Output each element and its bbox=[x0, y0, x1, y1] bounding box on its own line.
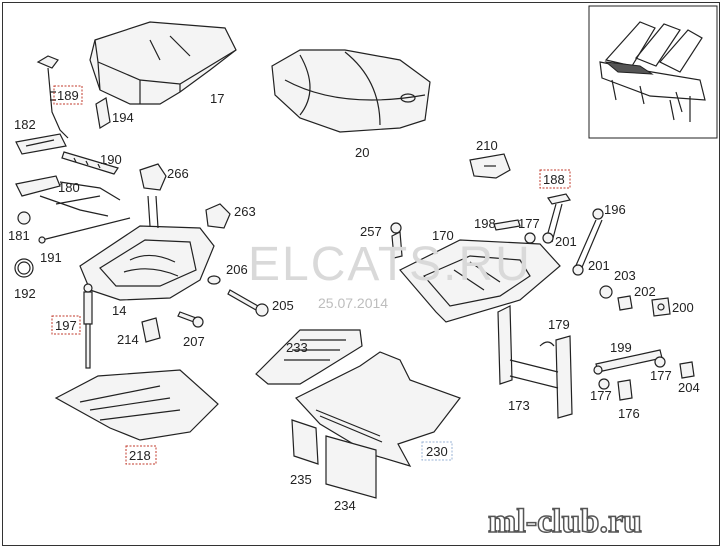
label-266: 266 bbox=[167, 166, 189, 181]
label-170: 170 bbox=[432, 228, 454, 243]
highlight-box-197 bbox=[51, 315, 81, 335]
label-218: 218 bbox=[129, 448, 151, 463]
label-190: 190 bbox=[100, 152, 122, 167]
label-200: 200 bbox=[672, 300, 694, 315]
part-201a-bushing bbox=[542, 232, 554, 244]
label-263: 263 bbox=[234, 204, 256, 219]
part-233-trim bbox=[255, 329, 363, 385]
part-20-backrest-cushion bbox=[271, 49, 431, 133]
label-198: 198 bbox=[474, 216, 496, 231]
highlight-box-189 bbox=[53, 85, 83, 105]
label-179: 179 bbox=[548, 317, 570, 332]
part-179-clip bbox=[539, 341, 555, 347]
part-170-seat-base bbox=[399, 239, 561, 323]
part-177b-nut bbox=[598, 378, 610, 390]
label-235: 235 bbox=[290, 472, 312, 487]
label-207: 207 bbox=[183, 334, 205, 349]
label-177-lower: 177 bbox=[590, 388, 612, 403]
label-181: 181 bbox=[8, 228, 30, 243]
part-176-bolt bbox=[617, 379, 633, 401]
label-230: 230 bbox=[426, 444, 448, 459]
label-20: 20 bbox=[355, 145, 369, 160]
label-214: 214 bbox=[117, 332, 139, 347]
part-203-bushing bbox=[599, 285, 613, 299]
label-182: 182 bbox=[14, 117, 36, 132]
part-206-washer bbox=[207, 275, 221, 285]
part-201b-bushing bbox=[572, 264, 584, 276]
label-180: 180 bbox=[58, 180, 80, 195]
part-173-folding-frame bbox=[497, 305, 573, 419]
part-263-cap bbox=[205, 203, 231, 229]
label-210: 210 bbox=[476, 138, 498, 153]
label-191: 191 bbox=[40, 250, 62, 265]
part-234-panel bbox=[325, 435, 377, 499]
date-stamp: 25.07.2014 bbox=[318, 295, 388, 311]
part-199-gas-strut bbox=[593, 349, 663, 375]
part-14-seat-frame bbox=[79, 195, 215, 301]
part-190-bracket bbox=[61, 151, 119, 175]
label-201-mid: 201 bbox=[588, 258, 610, 273]
label-197: 197 bbox=[55, 318, 77, 333]
label-14: 14 bbox=[112, 303, 126, 318]
label-173: 173 bbox=[508, 398, 530, 413]
part-17-seat-cushion bbox=[89, 21, 237, 105]
part-235-panel bbox=[291, 419, 319, 465]
label-201-top: 201 bbox=[555, 234, 577, 249]
part-207-screw bbox=[177, 311, 204, 328]
label-189: 189 bbox=[57, 88, 79, 103]
part-182-handle-cover bbox=[15, 133, 67, 155]
part-194-clip bbox=[95, 97, 111, 129]
label-17: 17 bbox=[210, 91, 224, 106]
part-198-bolt bbox=[493, 219, 521, 231]
label-176: 176 bbox=[618, 406, 640, 421]
part-197-gas-spring bbox=[83, 283, 93, 369]
part-180-handle-assembly bbox=[15, 175, 121, 217]
highlight-box-218 bbox=[125, 445, 157, 465]
label-177-right: 177 bbox=[650, 368, 672, 383]
label-196: 196 bbox=[604, 202, 626, 217]
label-257: 257 bbox=[360, 224, 382, 239]
part-192-ring bbox=[14, 258, 34, 278]
highlight-box-188 bbox=[539, 169, 571, 189]
label-203: 203 bbox=[614, 268, 636, 283]
part-191-cable bbox=[38, 217, 131, 244]
label-192: 192 bbox=[14, 286, 36, 301]
label-204: 204 bbox=[678, 380, 700, 395]
label-188: 188 bbox=[543, 172, 565, 187]
label-194: 194 bbox=[112, 110, 134, 125]
label-205: 205 bbox=[272, 298, 294, 313]
part-189-release-handle bbox=[36, 55, 69, 139]
label-233: 233 bbox=[286, 340, 308, 355]
part-218-bottom-cover bbox=[54, 369, 219, 441]
part-205-bolt bbox=[227, 289, 269, 317]
part-196-link bbox=[573, 208, 604, 273]
inset-seat-overview bbox=[588, 5, 718, 139]
part-214-bracket bbox=[141, 317, 161, 343]
highlight-box-230 bbox=[421, 441, 453, 461]
label-202: 202 bbox=[634, 284, 656, 299]
label-199: 199 bbox=[610, 340, 632, 355]
label-206: 206 bbox=[226, 262, 248, 277]
part-200-bracket bbox=[651, 297, 671, 317]
label-234: 234 bbox=[334, 498, 356, 513]
part-177c-nut bbox=[654, 356, 666, 368]
part-210-cover bbox=[469, 153, 511, 179]
part-266-cap bbox=[139, 163, 167, 191]
part-204-bolt bbox=[679, 361, 695, 379]
brand-logo-text: ml-club.ru bbox=[488, 503, 642, 540]
part-202-clip bbox=[617, 295, 633, 311]
part-181-screw bbox=[17, 211, 31, 225]
part-257-screw bbox=[390, 222, 403, 259]
label-177-top: 177 bbox=[518, 216, 540, 231]
watermark-text: ELCATS.RU bbox=[248, 238, 532, 291]
